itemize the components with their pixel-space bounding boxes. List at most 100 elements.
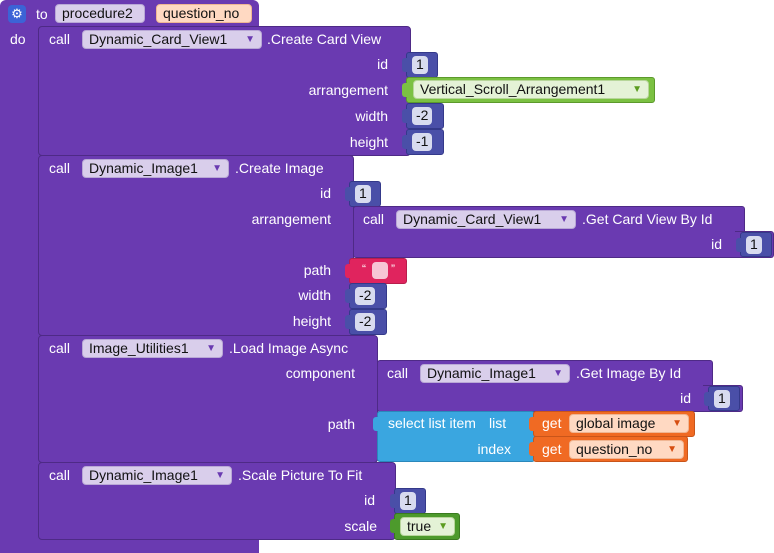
call-label: call: [363, 211, 385, 227]
open-quote: “: [362, 262, 366, 276]
get-label: get: [542, 441, 562, 457]
number-block[interactable]: -2: [349, 309, 387, 335]
socket-notch: [402, 83, 408, 97]
component-dropdown-dynamic-card-view1[interactable]: Dynamic_Card_View1 ▼: [82, 30, 262, 49]
socket-notch: [390, 519, 396, 533]
select-list-item-block[interactable]: [377, 411, 535, 462]
variable-name: question_no: [576, 441, 653, 457]
component-name: Dynamic_Card_View1: [89, 31, 228, 47]
procedure-name-field[interactable]: procedure2: [55, 4, 145, 23]
socket-notch: [345, 315, 351, 329]
arg-label-width: width: [298, 287, 331, 303]
socket-notch: [402, 135, 408, 149]
procedure-to-label: to: [36, 6, 48, 22]
component-dropdown-dynamic-image1[interactable]: Dynamic_Image1 ▼: [420, 364, 570, 383]
arg-label-scale: scale: [344, 518, 377, 534]
socket-notch: [529, 442, 535, 456]
chevron-down-icon: ▼: [212, 163, 222, 174]
procedure-param-text: question_no: [163, 5, 240, 21]
component-dropdown-dynamic-image1[interactable]: Dynamic_Image1 ▼: [82, 159, 229, 178]
procedure-name-text: procedure2: [62, 5, 133, 21]
number-block[interactable]: 1: [349, 181, 381, 207]
chevron-down-icon: ▼: [553, 368, 563, 379]
variable-dropdown-global-image[interactable]: global image▼: [569, 414, 689, 433]
chevron-down-icon: ▼: [672, 418, 682, 429]
chevron-down-icon: ▼: [206, 343, 216, 354]
arg-label-arrangement: arrangement: [251, 211, 331, 227]
number-block[interactable]: 1: [406, 52, 438, 78]
socket-notch: [390, 494, 396, 508]
component-name: Image_Utilities1: [89, 340, 189, 356]
close-quote: ”: [391, 262, 395, 276]
chevron-down-icon: ▼: [559, 214, 569, 225]
socket-notch: [402, 58, 408, 72]
call-label: call: [49, 340, 71, 356]
socket-notch: [704, 392, 710, 406]
component-dropdown-image-utilities1[interactable]: Image_Utilities1 ▼: [82, 339, 223, 358]
socket-notch: [529, 417, 535, 431]
arg-label-path: path: [327, 416, 355, 432]
component-dropdown-dynamic-card-view1[interactable]: Dynamic_Card_View1 ▼: [396, 210, 576, 229]
procedure-left-rail: [0, 26, 40, 544]
number-block[interactable]: 1: [708, 386, 740, 411]
number-value[interactable]: 1: [400, 492, 416, 510]
call-label: call: [49, 467, 71, 483]
method-label: .Create Image: [235, 160, 324, 176]
component-name: Dynamic_Image1: [89, 467, 198, 483]
call-label: call: [49, 31, 71, 47]
component-dropdown-vertical-scroll-arrangement1[interactable]: Vertical_Scroll_Arrangement1 ▼: [413, 80, 649, 99]
number-value[interactable]: 1: [355, 185, 371, 203]
number-value[interactable]: 1: [714, 390, 730, 408]
number-value[interactable]: -2: [355, 287, 376, 305]
socket-notch: [345, 289, 351, 303]
arg-label-component: component: [285, 365, 355, 381]
socket-notch: [373, 417, 379, 431]
index-label: index: [477, 441, 511, 457]
component-dropdown-dynamic-image1[interactable]: Dynamic_Image1 ▼: [82, 466, 232, 485]
variable-dropdown-question-no[interactable]: question_no ▼: [569, 440, 684, 459]
socket-notch: [402, 109, 408, 123]
text-value-field[interactable]: [372, 262, 388, 279]
number-value[interactable]: 1: [746, 236, 762, 254]
number-block[interactable]: 1: [394, 488, 426, 514]
chevron-down-icon: ▼: [632, 84, 642, 95]
arg-label-width: width: [355, 108, 388, 124]
number-value[interactable]: -2: [412, 107, 433, 125]
number-block[interactable]: -2: [349, 283, 387, 309]
method-label: .Create Card View: [267, 31, 382, 47]
component-name: Vertical_Scroll_Arrangement1: [420, 81, 606, 97]
select-list-item-label: select list item: [388, 415, 476, 431]
method-label: .Load Image Async: [229, 340, 349, 356]
call-label: call: [49, 160, 71, 176]
chevron-down-icon: ▼: [667, 444, 677, 455]
method-label: .Get Card View By Id: [582, 211, 713, 227]
chevron-down-icon: ▼: [245, 34, 255, 45]
number-block[interactable]: 1: [740, 232, 772, 257]
component-name: Dynamic_Image1: [427, 365, 536, 381]
number-block[interactable]: -1: [406, 129, 444, 155]
component-name: Dynamic_Card_View1: [403, 211, 542, 227]
socket-notch: [345, 187, 351, 201]
procedure-do-label: do: [10, 31, 26, 47]
number-value[interactable]: -1: [412, 133, 433, 151]
number-value[interactable]: -2: [355, 313, 376, 331]
number-value[interactable]: 1: [412, 56, 428, 74]
number-block[interactable]: -2: [406, 103, 444, 129]
method-label: .Get Image By Id: [576, 365, 682, 381]
chevron-down-icon: ▼: [215, 470, 225, 481]
arg-label-id: id: [364, 492, 375, 508]
procedure-footer: [0, 536, 259, 553]
arg-label-path: path: [303, 262, 331, 278]
call-block-create-image[interactable]: [38, 155, 354, 336]
method-label: .Scale Picture To Fit: [238, 467, 363, 483]
boolean-value: true: [407, 518, 432, 534]
socket-notch: [736, 238, 742, 252]
arg-label-height: height: [292, 313, 331, 329]
arg-label-height: height: [349, 134, 388, 150]
arg-label-arrangement: arrangement: [308, 82, 388, 98]
gear-icon[interactable]: ⚙: [8, 5, 26, 23]
boolean-dropdown[interactable]: true▼: [400, 517, 455, 536]
component-name: Dynamic_Image1: [89, 160, 198, 176]
procedure-param-field[interactable]: question_no: [156, 4, 252, 23]
arg-label-id: id: [377, 56, 388, 72]
